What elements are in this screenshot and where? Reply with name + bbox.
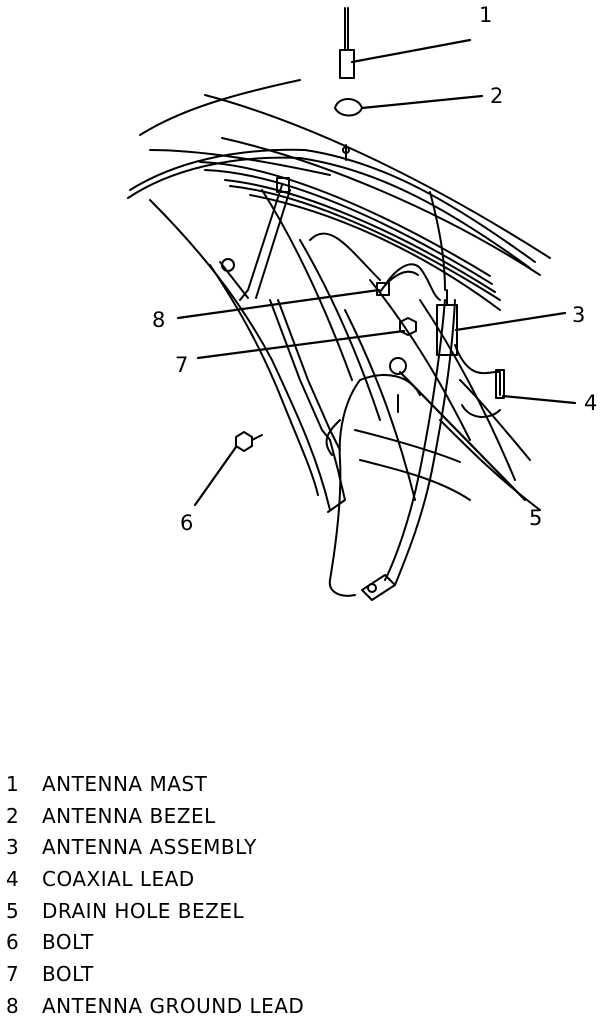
brace-bracket [219,177,346,513]
legend-label: ANTENNA BEZEL [42,803,216,828]
ground-lead-wire [309,232,441,301]
antenna-mast [339,7,355,79]
bolt-6 [235,431,263,452]
callout-1: 1 [479,3,492,27]
legend-number: 5 [6,898,20,923]
legend-item: 7 BOLT [6,958,596,990]
coaxial-lead-wire [454,344,505,418]
legend-item: 8 ANTENNA GROUND LEAD [6,990,596,1022]
parts-legend: 1 ANTENNA MAST 2 ANTENNA BEZEL 3 ANTENNA AS… [6,768,596,1022]
legend-label: ANTENNA MAST [42,771,208,796]
legend-number: 2 [6,803,20,828]
leader-lines [176,38,577,507]
legend-label: DRAIN HOLE BEZEL [42,898,245,923]
legend-label: BOLT [42,930,94,955]
legend-item: 1 ANTENNA MAST [6,768,596,800]
callout-4: 4 [584,391,597,415]
callout-8: 8 [152,308,165,332]
legend-item: 5 DRAIN HOLE BEZEL [6,895,596,927]
legend-item: 4 COAXIAL LEAD [6,863,596,895]
legend-label: COAXIAL LEAD [42,866,195,891]
legend-number: 7 [6,961,20,986]
drain-channel [325,374,421,597]
legend-item: 3 ANTENNA ASSEMBLY [6,831,596,863]
legend-number: 8 [6,993,20,1018]
inner-fender [149,189,541,511]
antenna-assembly-tube [361,191,458,601]
callout-3: 3 [572,303,585,327]
legend-label: BOLT [42,961,94,986]
legend-number: 1 [6,771,20,796]
legend-item: 6 BOLT [6,926,596,958]
legend-number: 3 [6,835,20,860]
legend-label: ANTENNA GROUND LEAD [42,993,305,1018]
legend-number: 4 [6,866,20,891]
callout-2: 2 [490,84,503,108]
callout-5: 5 [529,506,542,530]
legend-label: ANTENNA ASSEMBLY [42,835,257,860]
callout-6: 6 [180,511,193,535]
callout-7: 7 [175,353,188,377]
fender-body-lines [127,79,551,311]
drain-hole-bezel [389,357,407,413]
legend-number: 6 [6,930,20,955]
antenna-installation-diagram: 1 2 3 4 5 6 7 8 [127,3,597,601]
legend-item: 2 ANTENNA BEZEL [6,800,596,832]
